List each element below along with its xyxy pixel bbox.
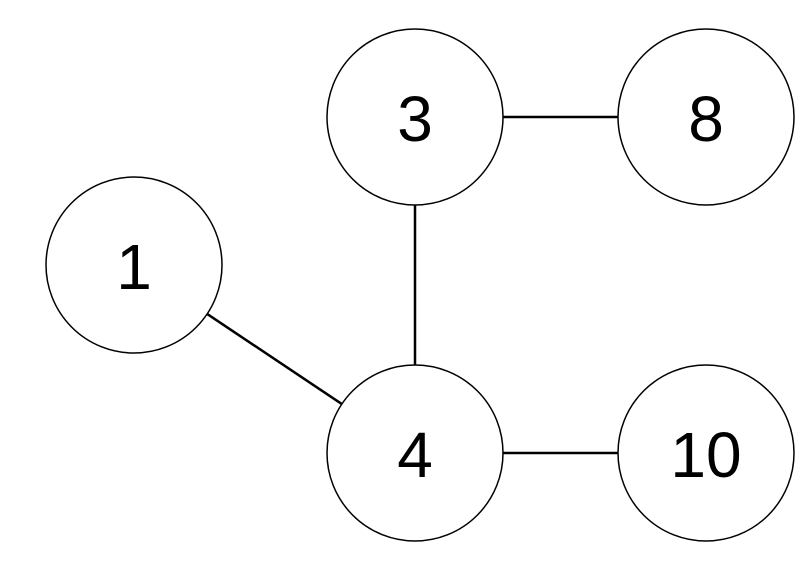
edges-layer xyxy=(206,115,618,455)
node-circle xyxy=(617,364,795,542)
node-label: 8 xyxy=(688,83,724,155)
node-circle xyxy=(45,176,223,354)
node-circle xyxy=(326,364,504,542)
node-8: 8 xyxy=(617,28,795,206)
edge-n1-n4 xyxy=(206,312,343,406)
node-4: 4 xyxy=(326,364,504,542)
node-label: 1 xyxy=(116,231,152,303)
node-3: 3 xyxy=(326,28,504,206)
node-circle xyxy=(326,28,504,206)
node-label: 4 xyxy=(397,419,433,491)
node-label: 3 xyxy=(397,83,433,155)
node-10: 10 xyxy=(617,364,795,542)
node-circle xyxy=(617,28,795,206)
node-1: 1 xyxy=(45,176,223,354)
nodes-layer: 1 3 4 8 10 xyxy=(45,28,795,542)
node-label: 10 xyxy=(670,419,741,491)
